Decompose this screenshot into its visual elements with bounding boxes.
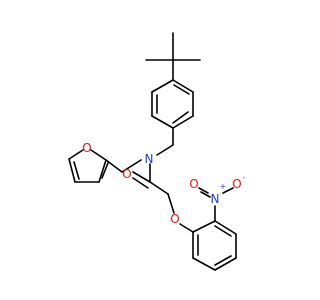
svg-text:N: N [145,152,154,166]
charge-plus: + [220,182,227,191]
bond-benz-3 [172,115,194,129]
svg-text:N: N [211,192,220,206]
bond-ar-2 [214,220,237,235]
bond-oether-ring [179,223,194,233]
atom-o-ether: O [170,212,179,226]
bond-nnitro-ob-2 [200,191,211,198]
molecule-drawing: N O O O N + O - O [68,32,246,271]
atom-n-nitro: N + [211,182,227,206]
bond-furan-5 [98,159,107,183]
bond-ch2-oether [167,193,175,214]
bond-benz-1 [172,79,194,93]
bond-co-2 [132,177,149,189]
bond-nnitro-oa [222,187,234,194]
bond-ar-inner-1 [214,225,232,237]
svg-text:O: O [82,141,91,155]
atom-o-nitro-minus: O - [232,173,245,191]
atom-n-amide: N [145,152,154,166]
structure-svg: N O O O N + O - O [68,32,246,271]
bond-ch2-n [156,144,174,156]
bond-benz-inner-1 [173,84,190,95]
bond-ar-inner-2 [214,255,232,266]
bond-co-1 [132,171,151,183]
bond-benz-inner-2 [172,111,189,124]
bond-n-ch2f [121,159,142,173]
bond-ar-1 [192,220,216,233]
svg-text:O: O [122,167,131,181]
bond-furan-2 [68,149,84,160]
atom-o-nitro-double: O [189,177,198,191]
atom-o-carbonyl: O [122,167,131,181]
svg-text:O: O [170,212,179,226]
bond-furan-3 [68,158,76,183]
bond-benz-6 [151,79,174,93]
bond-ch2f-furan [105,159,123,173]
atom-o-furan: O [82,141,91,155]
bond-furan-inner-1 [73,161,80,180]
bond-furan-inner-2 [101,162,109,179]
charge-minus: - [243,173,246,182]
bond-furan-1 [90,149,107,161]
bond-ar-5 [192,257,216,271]
bond-ar-4 [214,257,237,271]
bond-benz-4 [151,115,174,129]
svg-text:O: O [232,177,241,191]
bond-carbonyl-ch2 [149,181,169,195]
svg-text:O: O [189,177,198,191]
bond-nnitro-ob-1 [198,187,209,194]
